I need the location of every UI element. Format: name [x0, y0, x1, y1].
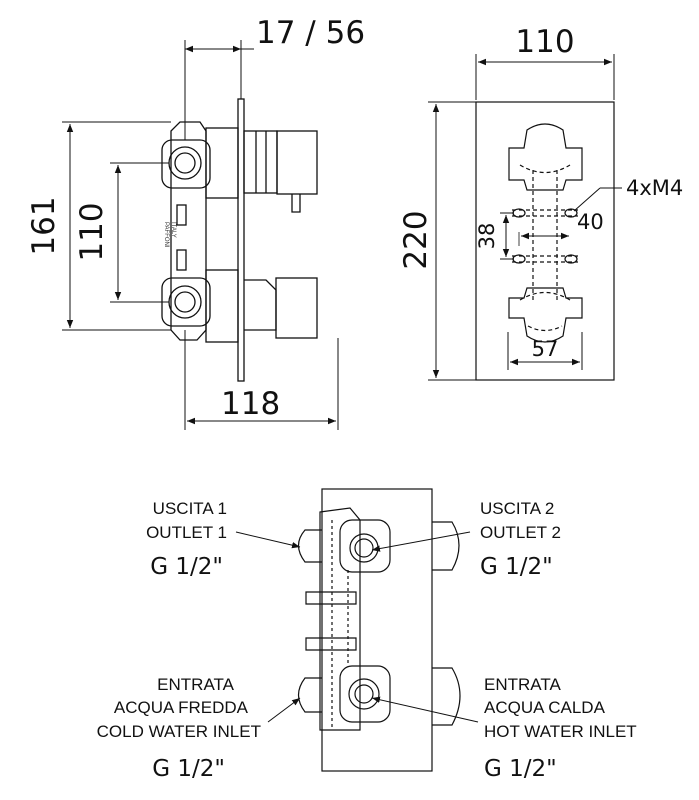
side-small-nut-2 [176, 249, 187, 271]
rear-inlet-pipe-left [297, 677, 322, 713]
rear-tab-upper [305, 591, 357, 605]
dim-front-height: 220 [398, 210, 434, 269]
stamp-line-2: ITALY [170, 222, 176, 238]
rear-cover-plate [321, 488, 433, 772]
dim-161: 161 [26, 196, 62, 255]
dim-front-width: 110 [515, 24, 574, 60]
rear-valve-body [319, 507, 361, 731]
side-lower-collar [244, 279, 277, 331]
stamp-line-1: PAFFONI [163, 222, 169, 248]
side-dimensions [62, 40, 339, 430]
side-upper-inlet-inner [174, 152, 196, 174]
label-cold-it2: ACQUA FREDDA [114, 698, 249, 717]
label-hot-thread: G 1/2" [484, 756, 557, 782]
label-hot-it1: ENTRATA [484, 675, 561, 694]
side-upper-lever [291, 194, 301, 213]
side-upper-handle [276, 130, 318, 195]
side-upper-inlet-outer [168, 146, 202, 180]
rear-lower-boss [339, 665, 391, 723]
label-outlet1-it: USCITA 1 [153, 499, 227, 518]
front-screw-tab-upper [512, 209, 578, 217]
side-stamp: PAFFONI ITALY [163, 222, 176, 248]
front-screw-4 [564, 254, 578, 264]
side-upper-housing [205, 127, 239, 199]
dim-screw-size: 4xM4 [626, 176, 683, 200]
rear-view [297, 488, 461, 772]
rear-upper-boss [339, 519, 391, 573]
label-cold-en: COLD WATER INLET [97, 722, 261, 741]
label-hot-en: HOT WATER INLET [484, 722, 637, 741]
rear-upper-port-inner [354, 538, 374, 558]
side-lower-handle [275, 277, 318, 339]
label-cold-it1: ENTRATA [157, 675, 234, 694]
label-outlet1-en: OUTLET 1 [146, 523, 227, 542]
rear-inner-hidden [331, 520, 349, 730]
front-cover-plate [475, 101, 615, 381]
side-lower-housing [205, 269, 239, 343]
dim-110-spacing: 110 [74, 202, 110, 261]
rear-tab-lower [305, 637, 357, 651]
label-outlet2-it: USCITA 2 [480, 499, 554, 518]
front-screw-tab-lower [512, 255, 578, 263]
label-outlet2-thread: G 1/2" [480, 554, 553, 580]
dim-118: 118 [221, 386, 280, 422]
rear-lower-port-inner [354, 684, 374, 704]
rear-leaders [235, 531, 479, 723]
dim-screw-hspacing: 40 [577, 210, 604, 234]
front-lower-handle [508, 287, 583, 343]
rear-upper-port-outer [349, 533, 379, 563]
dim-base-57: 57 [532, 337, 559, 361]
rear-outlet-pipe-right [432, 521, 460, 571]
label-cold-thread: G 1/2" [152, 756, 225, 782]
side-small-nut-1 [176, 204, 187, 226]
rear-labels: USCITA 1 OUTLET 1 G 1/2" USCITA 2 OUTLET… [97, 499, 637, 782]
front-dimensions [428, 54, 622, 381]
dim-17-56: 17 / 56 [256, 15, 365, 51]
rear-inlet-pipe-right [432, 667, 461, 726]
dim-screw-vspacing: 38 [475, 223, 499, 250]
front-upper-handle [508, 123, 583, 191]
side-lower-inlet-outer [168, 285, 202, 319]
label-hot-it2: ACQUA CALDA [484, 698, 606, 717]
rear-outlet-pipe-left [297, 529, 322, 563]
side-upper-collar [243, 130, 278, 194]
side-upper-boss [161, 139, 211, 189]
side-cover-plate [237, 98, 245, 382]
label-outlet2-en: OUTLET 2 [480, 523, 561, 542]
label-outlet1-thread: G 1/2" [150, 554, 223, 580]
front-screw-2 [564, 208, 578, 218]
side-lower-inlet-inner [174, 291, 196, 313]
rear-lower-port-outer [348, 678, 380, 710]
